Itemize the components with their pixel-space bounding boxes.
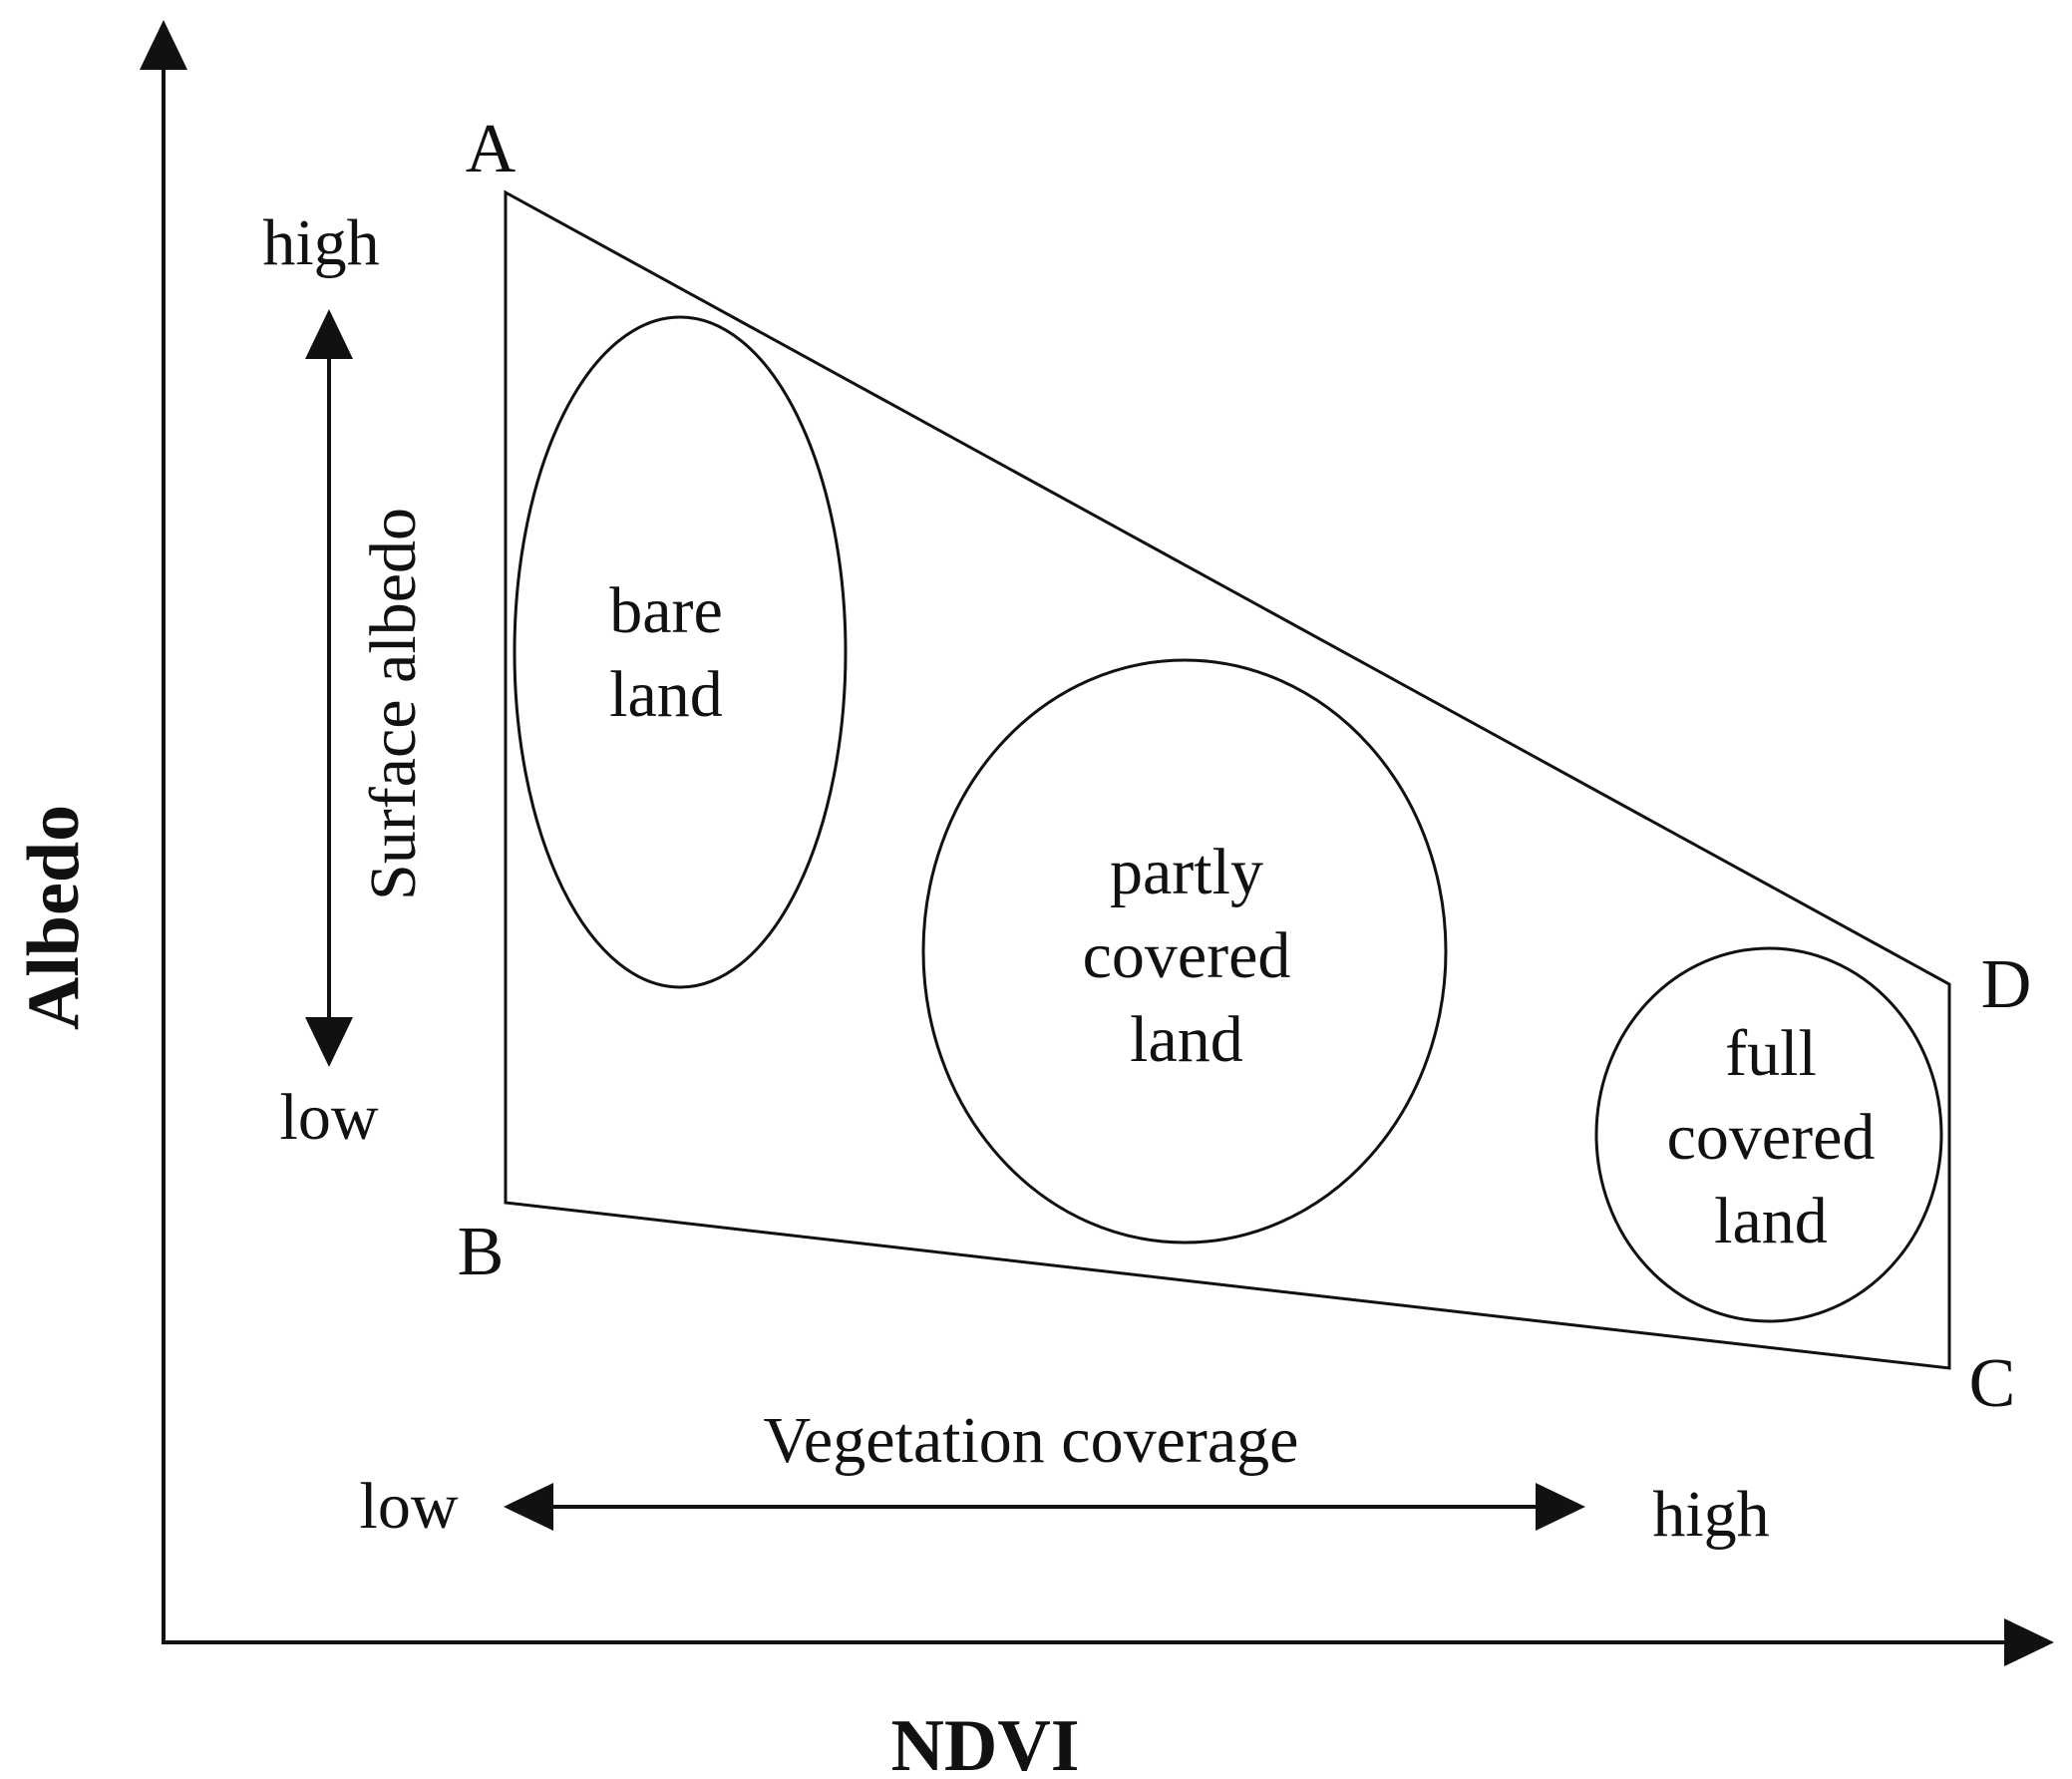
full-covered-land-circle	[1594, 946, 1943, 1323]
vegetation-coverage-title: Vegetation coverage	[764, 1404, 1299, 1477]
surface-albedo-low-label: low	[280, 1081, 379, 1154]
arrow-up-icon	[305, 309, 353, 359]
arrow-right-icon	[1536, 1483, 1585, 1531]
corner-label-c: C	[1969, 1345, 2016, 1422]
partly-covered-label-line1: partly	[1110, 836, 1263, 908]
x-axis-arrowhead	[2004, 1618, 2054, 1666]
vegetation-coverage-low-label: low	[360, 1470, 459, 1543]
surface-albedo-indicator	[305, 309, 353, 1067]
bare-land-label-line2: land	[609, 658, 723, 731]
partly-covered-label-line3: land	[1130, 1003, 1243, 1076]
full-covered-label-line2: covered	[1667, 1101, 1876, 1174]
surface-albedo-high-label: high	[262, 206, 379, 279]
corner-label-b: B	[458, 1214, 505, 1290]
vegetation-coverage-high-label: high	[1652, 1478, 1769, 1551]
corner-label-a: A	[466, 111, 517, 187]
y-axis-title: Albedo	[13, 805, 95, 1030]
arrow-left-icon	[504, 1483, 553, 1531]
corner-label-d: D	[1981, 946, 2032, 1023]
bare-land-label-line1: bare	[609, 574, 723, 647]
x-axis	[162, 1618, 2054, 1666]
bare-land-ellipse	[513, 315, 848, 989]
y-axis-arrowhead	[140, 20, 187, 70]
y-axis	[140, 20, 187, 1642]
arrow-down-icon	[305, 1017, 353, 1067]
x-axis-title: NDVI	[890, 1705, 1079, 1779]
vegetation-coverage-indicator	[504, 1483, 1585, 1531]
full-covered-label-line3: land	[1714, 1185, 1828, 1257]
albedo-ndvi-trapezoid	[504, 189, 1951, 1370]
full-covered-label-line1: full	[1725, 1017, 1817, 1090]
partly-covered-land-circle	[921, 658, 1448, 1245]
partly-covered-label-line2: covered	[1083, 919, 1291, 992]
surface-albedo-title: Surface albedo	[357, 508, 430, 900]
